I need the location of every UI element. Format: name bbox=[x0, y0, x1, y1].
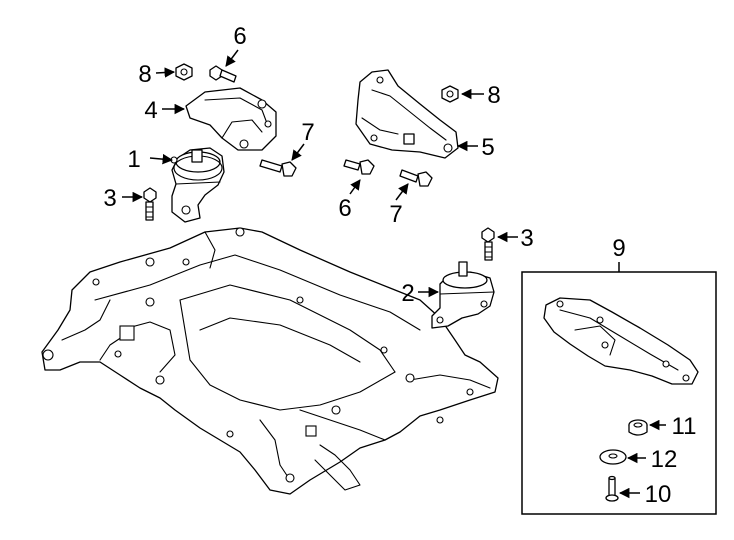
bolt-6-mid bbox=[343, 159, 375, 175]
bracket-4 bbox=[185, 87, 277, 151]
callout-2: 2 bbox=[401, 280, 414, 307]
bushing-11 bbox=[628, 419, 648, 436]
bolt-6-top bbox=[209, 65, 237, 83]
callout-11: 11 bbox=[672, 413, 697, 440]
callouts: 1 2 3 3 4 5 6 6 7 7 8 8 9 10 11 12 bbox=[103, 23, 696, 508]
callout-7-lower: 7 bbox=[389, 201, 402, 228]
engine-mount-1 bbox=[170, 147, 225, 223]
callout-8-left: 8 bbox=[138, 61, 151, 88]
bolt-3-left bbox=[143, 187, 157, 221]
callout-6-top: 6 bbox=[233, 23, 246, 50]
callout-12: 12 bbox=[651, 446, 678, 473]
nut-8-left bbox=[175, 63, 193, 81]
callout-3-right: 3 bbox=[520, 225, 533, 252]
callout-9: 9 bbox=[612, 235, 625, 262]
bolt-3-right bbox=[481, 227, 495, 261]
transmission-crossmember-9 bbox=[543, 297, 699, 385]
callout-5: 5 bbox=[481, 134, 494, 161]
callout-10: 10 bbox=[645, 481, 672, 508]
callout-8-right: 8 bbox=[487, 82, 500, 109]
washer-12 bbox=[599, 449, 627, 465]
leader-lines bbox=[122, 49, 666, 499]
bolt-7-lower bbox=[399, 169, 433, 187]
callout-6-mid: 6 bbox=[338, 195, 351, 222]
nut-8-right bbox=[441, 85, 459, 103]
engine-mount-2 bbox=[431, 261, 495, 329]
callout-1: 1 bbox=[127, 146, 140, 173]
callout-3-left: 3 bbox=[103, 185, 116, 212]
bolt-10 bbox=[605, 475, 619, 502]
subframe bbox=[41, 227, 499, 495]
bolt-7-upper bbox=[259, 159, 297, 177]
callout-4: 4 bbox=[144, 97, 157, 124]
bracket-5 bbox=[355, 69, 459, 159]
callout-7-upper: 7 bbox=[301, 119, 314, 146]
